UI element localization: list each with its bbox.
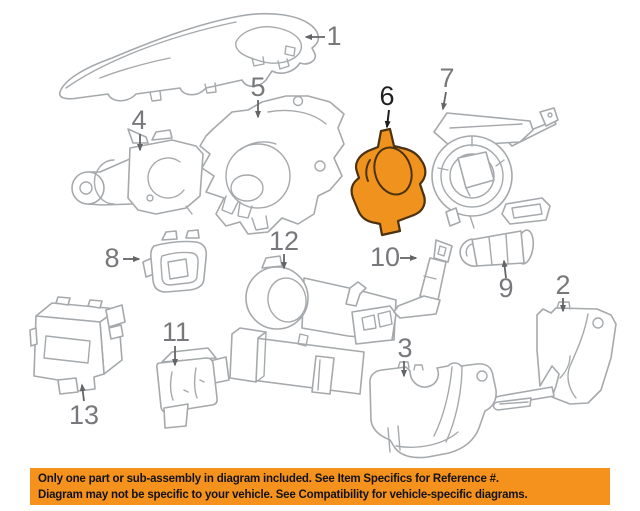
part-8-switch bbox=[142, 229, 208, 293]
part-arrow-7 bbox=[441, 91, 447, 111]
callout-10: 10 bbox=[370, 242, 418, 272]
part-label-3: 3 bbox=[397, 333, 412, 363]
callout-11: 11 bbox=[162, 317, 190, 367]
part-label-7: 7 bbox=[439, 63, 454, 93]
callout-4: 4 bbox=[131, 105, 147, 152]
part-1-upper-column-shroud bbox=[58, 12, 320, 102]
callout-5: 5 bbox=[250, 72, 266, 119]
part-9-key-cylinder bbox=[459, 229, 535, 267]
part-2-lower-cover bbox=[491, 301, 617, 406]
part-7-clockspring bbox=[431, 107, 559, 229]
part-label-1: 1 bbox=[326, 21, 341, 51]
part-10-bracket bbox=[393, 239, 453, 319]
part-label-6: 6 bbox=[379, 81, 394, 111]
callout-2: 2 bbox=[555, 270, 571, 313]
part-6-highlighted-module bbox=[350, 127, 427, 237]
callout-13: 13 bbox=[69, 383, 99, 430]
callout-7: 7 bbox=[439, 63, 455, 111]
callout-1: 1 bbox=[304, 21, 342, 51]
part-label-13: 13 bbox=[69, 400, 99, 430]
callout-6-highlighted: 6 bbox=[379, 81, 395, 129]
disclaimer-line2: Diagram may not be specific to your vehi… bbox=[38, 489, 528, 501]
part-11-switch-module bbox=[156, 347, 230, 429]
part-12-column-housing bbox=[229, 255, 397, 395]
part-13-control-module bbox=[29, 296, 126, 395]
part-arrow-13 bbox=[79, 383, 86, 402]
part-arrow-9 bbox=[501, 259, 508, 279]
part-label-4: 4 bbox=[131, 105, 146, 135]
part-5-column-bracket bbox=[199, 95, 345, 235]
callout-9: 9 bbox=[498, 259, 514, 303]
callout-12: 12 bbox=[269, 226, 299, 270]
part-label-11: 11 bbox=[162, 317, 190, 347]
tilt-lever-tip bbox=[492, 397, 532, 411]
callout-8: 8 bbox=[104, 243, 141, 273]
disclaimer-line1: Only one part or sub-assembly in diagram… bbox=[38, 473, 499, 485]
part-label-5: 5 bbox=[250, 72, 265, 102]
part-label-8: 8 bbox=[104, 243, 119, 273]
part-3-lower-trim-cover bbox=[369, 361, 497, 459]
part-label-12: 12 bbox=[269, 226, 299, 256]
part-label-2: 2 bbox=[555, 270, 570, 300]
callout-3: 3 bbox=[397, 333, 413, 378]
part-4-ignition-lock-housing bbox=[71, 128, 204, 215]
part-label-9: 9 bbox=[498, 273, 513, 303]
part-label-10: 10 bbox=[370, 242, 400, 272]
disclaimer-banner: Only one part or sub-assembly in diagram… bbox=[30, 468, 610, 505]
part-arrow-6 bbox=[384, 109, 391, 129]
